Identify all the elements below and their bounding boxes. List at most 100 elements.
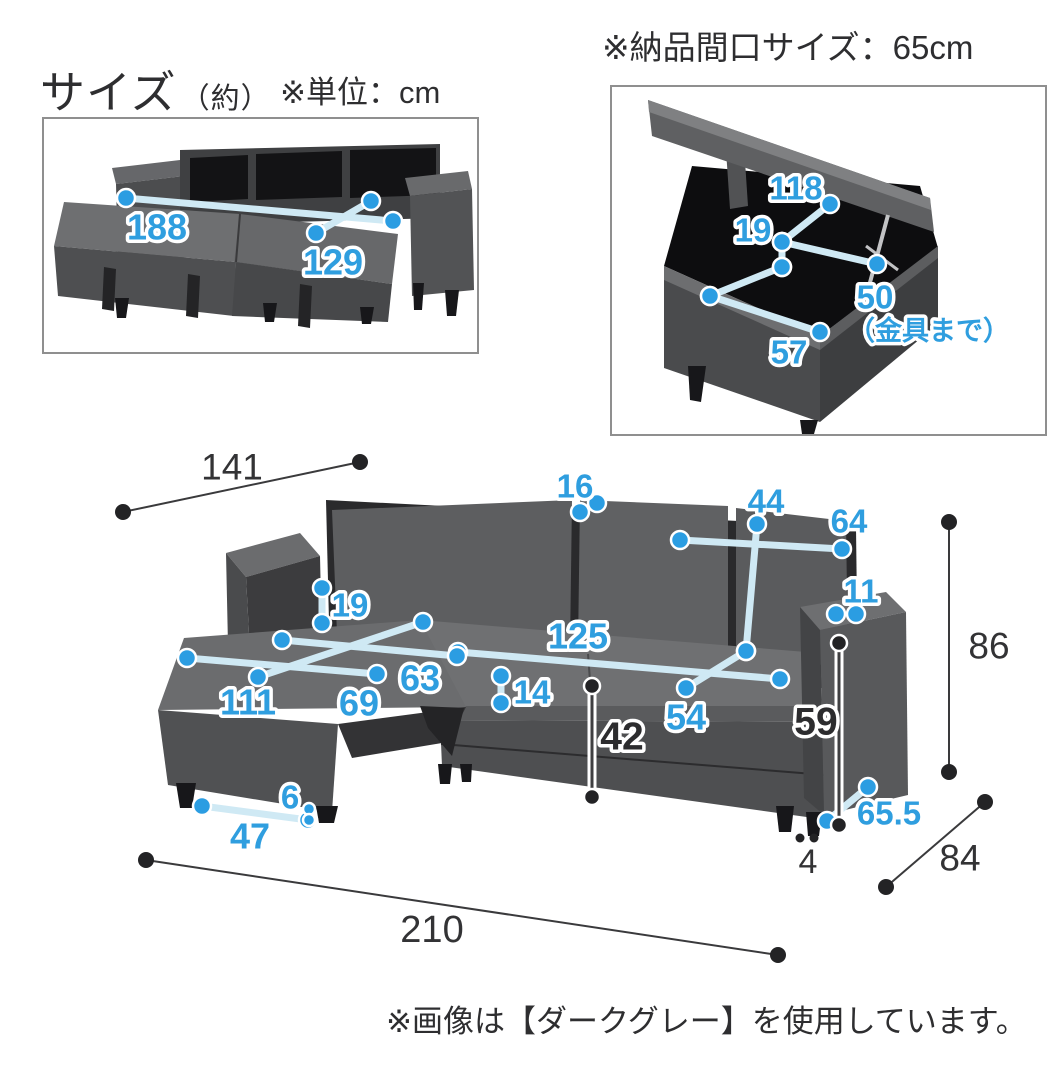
page-title: サイズ（約） xyxy=(40,56,271,121)
measurement-endpoint-dot xyxy=(311,577,333,599)
measurement-lines xyxy=(122,194,986,956)
delivery-width-note: ※納品間口サイズ：65cm xyxy=(602,29,974,66)
measurement-endpoint-dot xyxy=(829,815,849,835)
measurement-line xyxy=(885,801,986,888)
storage-legs xyxy=(688,366,818,434)
measurement-endpoint-dot xyxy=(819,193,841,215)
overall-width-label: 210 xyxy=(400,909,463,951)
measurement-dots xyxy=(115,187,993,963)
sofabed-length-label: 188 xyxy=(127,207,187,248)
measurement-line xyxy=(122,461,361,513)
unit-note: ※単位：cm xyxy=(280,75,441,110)
measurement-endpoint-dot xyxy=(305,222,327,244)
chaise-seat xyxy=(158,620,466,710)
measurement-endpoint-dot xyxy=(176,647,198,669)
measurement-endpoint-dot xyxy=(490,692,512,714)
measurement-endpoint-dot xyxy=(115,187,137,209)
color-variant-note: ※画像は【ダークグレー】を使用しています。 xyxy=(386,1004,1027,1039)
overall-depth-left-label: 141 xyxy=(201,447,263,488)
measurement-dot xyxy=(586,492,608,514)
overall-height-label: 86 xyxy=(968,626,1009,667)
measurement-line xyxy=(682,647,750,692)
size-title: サイズ xyxy=(40,67,177,118)
measurement-line xyxy=(454,648,784,683)
sofabed-depth-label: 129 xyxy=(303,242,363,283)
measurement-endpoint-dot xyxy=(699,285,721,307)
measurement-endpoint-dot xyxy=(941,764,957,780)
leg-width-label: 4 xyxy=(799,843,818,881)
chaise-length-label: 111 xyxy=(220,682,276,723)
storage-inner-length-label: 118 xyxy=(769,170,822,207)
arm-height-label: 59 xyxy=(794,701,837,744)
seat-width-label: 125 xyxy=(548,616,608,657)
leg-clearance-label: 6 xyxy=(281,779,299,816)
measurement-endpoint-dot xyxy=(857,776,879,798)
measurement-dot xyxy=(301,812,317,828)
measurement-endpoint-dot xyxy=(352,454,368,470)
measurement-endpoint-dot xyxy=(829,633,849,653)
measurement-endpoint-dot xyxy=(582,787,602,807)
measurement-line xyxy=(778,238,881,268)
sofa-legs xyxy=(176,764,822,836)
back-cushion-width-label: 64 xyxy=(831,503,868,540)
chaise-width-label: 69 xyxy=(339,683,379,724)
measurement-endpoint-dot xyxy=(771,231,793,253)
measurement-endpoint-dot xyxy=(771,256,793,278)
measurement-dot xyxy=(569,501,591,523)
measurement-endpoint-dot xyxy=(770,947,786,963)
measurement-endpoint-dot xyxy=(247,666,269,688)
size-title-note: （約） xyxy=(180,83,271,115)
measurement-endpoint-dot xyxy=(878,879,894,895)
chaise-seat-length-label: 63 xyxy=(400,658,440,699)
measurement-line xyxy=(145,859,779,956)
storage-inner-offset-label: 19 xyxy=(735,212,772,249)
measurement-line xyxy=(278,636,461,660)
measurement-line xyxy=(706,292,824,336)
base-depth-right-label: 65.5 xyxy=(857,795,921,832)
sofabed-legs xyxy=(115,283,459,324)
measurement-endpoint-dot xyxy=(977,794,993,810)
chaise-front xyxy=(158,710,338,812)
measurement-endpoint-dot xyxy=(746,513,768,535)
measurement-endpoint-dot xyxy=(490,665,512,687)
measurement-endpoint-dot xyxy=(735,640,757,662)
sofabed-mattress-right xyxy=(234,214,398,284)
sofabed-illustration xyxy=(54,144,474,328)
pullout-front xyxy=(440,720,828,820)
armrest-height-above-seat-label: 19 xyxy=(332,587,369,624)
measurement-endpoint-dot xyxy=(769,668,791,690)
sofabed-mattress-left xyxy=(54,202,240,262)
measurement-line xyxy=(676,536,846,553)
main-sofa-illustration xyxy=(158,500,908,836)
measurement-endpoint-dot xyxy=(809,321,831,343)
seat-cushion-thickness-label: 14 xyxy=(514,674,551,711)
measurement-endpoint-dot xyxy=(115,504,131,520)
measurement-endpoint-dot xyxy=(669,529,691,551)
measurement-endpoint-dot xyxy=(941,514,957,530)
measurement-line xyxy=(706,263,786,300)
measurement-endpoint-dot xyxy=(831,538,853,560)
seat-height-label: 42 xyxy=(600,716,643,759)
measurement-endpoint-dot xyxy=(582,676,602,696)
measurement-endpoint-dot xyxy=(366,663,388,685)
measurement-endpoint-dot xyxy=(138,852,154,868)
left-armrest xyxy=(226,533,320,577)
measurement-endpoint-dot xyxy=(382,210,404,232)
seat-depth-label: 54 xyxy=(666,697,706,738)
measurement-line xyxy=(198,802,312,824)
measurement-line xyxy=(254,618,427,681)
measurement-endpoint-dot xyxy=(191,795,213,817)
overall-depth-right-label: 84 xyxy=(939,838,980,879)
measurement-dot xyxy=(795,833,805,843)
back-cushion-height-label: 44 xyxy=(748,483,785,520)
back-cushion-thickness-label: 16 xyxy=(557,468,594,505)
measurement-endpoint-dot xyxy=(675,677,697,699)
measurement-endpoint-dot xyxy=(271,629,293,651)
back-cushion-left xyxy=(332,500,572,658)
measurement-endpoint-dot xyxy=(866,253,888,275)
armrest-width-label: 11 xyxy=(844,573,879,610)
measurement-line xyxy=(312,197,375,237)
